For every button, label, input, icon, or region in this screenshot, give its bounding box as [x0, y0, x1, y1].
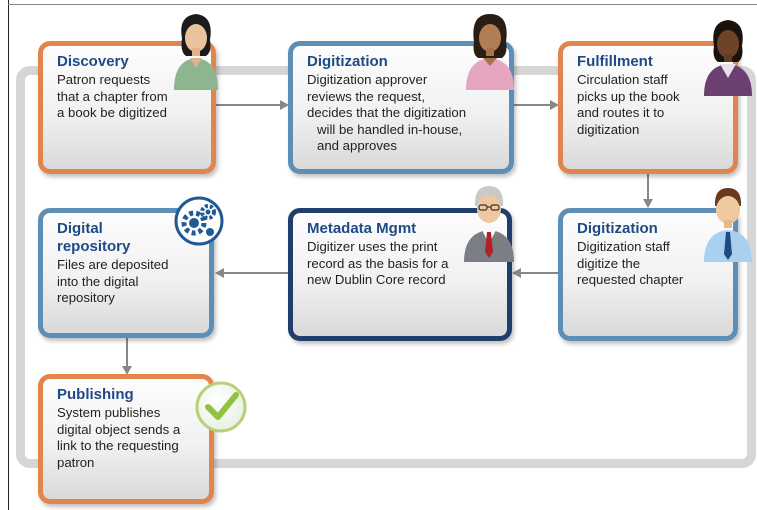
step-description: Circulation staff picks up the book and … [577, 72, 723, 138]
description-line: Circulation staff [577, 72, 668, 87]
step-title: Publishing [57, 386, 134, 403]
description-line: into the digital [57, 273, 139, 289]
description-line: record as the basis for a [307, 255, 449, 271]
description-line: that a chapter from [57, 88, 168, 104]
description-line: new Dublin Core record [307, 272, 446, 287]
step-description: Digitization staff digitize the requeste… [577, 239, 723, 289]
step-description: Digitizer uses the print record as the b… [307, 239, 497, 289]
description-line: and routes it to [577, 105, 665, 120]
description-line: Files are deposited [57, 257, 169, 272]
description-line: System publishes [57, 405, 161, 420]
step-description: Digitization approver reviews the reques… [307, 72, 499, 155]
step-description: Files are deposited into the digital rep… [57, 257, 199, 307]
arrow-fulfillment-to-digitization-staff [643, 173, 653, 208]
digitizer-person-icon [464, 186, 514, 262]
top-frame-line [8, 4, 757, 5]
left-frame-line [8, 0, 9, 510]
description-line: and approves [317, 138, 397, 153]
arrow-repository-to-publishing [122, 336, 132, 375]
digitization-staff-person-icon [704, 188, 752, 262]
description-line: Digitizer uses the print [307, 239, 438, 254]
description-line: patron [57, 454, 95, 470]
description-line: Digitization approver [307, 72, 428, 87]
step-description: System publishes digital object sends a … [57, 405, 199, 471]
arrow-digitization-to-fulfillment [514, 100, 559, 110]
step-title: Digitization [577, 220, 658, 237]
gears-icon [174, 196, 224, 246]
step-title: Digital repository [57, 220, 199, 256]
description-line: digital object sends a [57, 421, 181, 437]
arrow-metadata-to-repository [215, 268, 290, 278]
step-card-publishing: Publishing System publishes digital obje… [38, 374, 214, 504]
description-line: Patron requests [57, 72, 151, 87]
step-card-digitization-staff: Digitization Digitization staff digitize… [558, 208, 738, 341]
step-card-fulfillment: Fulfillment Circulation staff picks up t… [558, 41, 738, 174]
description-line: link to the requesting [57, 438, 179, 453]
step-title: Discovery [57, 53, 129, 70]
title-line: Digital [57, 220, 103, 237]
description-line: picks up the book [577, 88, 680, 104]
step-title: Metadata Mgmt [307, 220, 417, 237]
description-line: a book be digitized [57, 105, 167, 120]
step-title: Digitization [307, 53, 388, 70]
description-line: will be handled in-house, [317, 121, 463, 137]
step-card-metadata-mgmt: Metadata Mgmt Digitizer uses the print r… [288, 208, 512, 341]
description-line: Digitization staff [577, 239, 670, 254]
description-line: requested chapter [577, 272, 684, 287]
approver-person-icon [466, 14, 514, 90]
description-line: reviews the request, [307, 88, 426, 104]
title-line: repository [57, 238, 131, 255]
checkmark-icon [195, 381, 247, 433]
description-line: digitize the [577, 255, 641, 271]
step-title: Fulfillment [577, 53, 653, 70]
patron-person-icon [174, 14, 218, 90]
description-line: repository [57, 290, 115, 305]
description-line: digitization [577, 121, 640, 137]
circulation-staff-person-icon [704, 20, 752, 96]
arrow-digitization-staff-to-metadata [512, 268, 559, 278]
step-description: Patron requests that a chapter from a bo… [57, 72, 201, 122]
arrow-discovery-to-digitization [216, 100, 289, 110]
description-line: decides that the digitization [307, 105, 467, 120]
